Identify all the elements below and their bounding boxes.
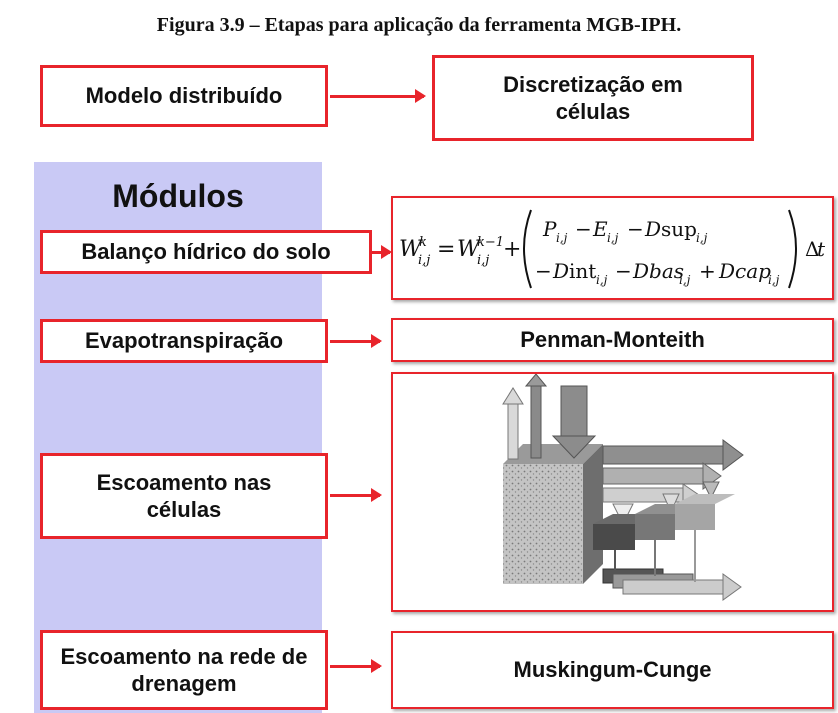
svg-text:+: + bbox=[699, 259, 716, 283]
box-discretizacao: Discretização em células bbox=[432, 55, 754, 141]
svg-text:Δ: Δ bbox=[805, 237, 819, 261]
box-modelo-distribuido: Modelo distribuído bbox=[40, 65, 328, 127]
svg-text:Dbas: Dbas bbox=[632, 259, 684, 283]
box-evapotranspiracao: Evapotranspiração bbox=[40, 319, 328, 363]
box-balanco-hidrico: Balanço hídrico do solo bbox=[40, 230, 372, 274]
svg-text:−: − bbox=[535, 259, 552, 283]
arrow-top bbox=[330, 89, 426, 103]
svg-text:E: E bbox=[592, 217, 608, 241]
box-muskingum-cunge: Muskingum-Cunge bbox=[391, 631, 834, 709]
svg-text:D: D bbox=[644, 217, 661, 241]
svg-text:i,j: i,j bbox=[768, 273, 780, 287]
modulos-title: Módulos bbox=[112, 178, 244, 214]
svg-text:i,j: i,j bbox=[696, 231, 708, 245]
svg-text:i,j: i,j bbox=[418, 253, 430, 268]
svg-text:+: + bbox=[503, 237, 521, 262]
arrow-row3 bbox=[330, 488, 382, 502]
svg-text:k−1: k−1 bbox=[477, 235, 504, 250]
svg-text:i,j: i,j bbox=[607, 231, 619, 245]
box-penman-monteith: Penman-Monteith bbox=[391, 318, 834, 362]
svg-text:=: = bbox=[437, 237, 455, 262]
arrow-row1 bbox=[372, 245, 392, 259]
box-label: Balanço hídrico do solo bbox=[81, 239, 331, 265]
svg-text:P: P bbox=[542, 217, 557, 241]
box-label: Muskingum-Cunge bbox=[513, 657, 712, 683]
box-label-line2: células bbox=[146, 497, 222, 522]
figure-caption: Figura 3.9 – Etapas para aplicação da fe… bbox=[156, 14, 682, 36]
svg-text:t: t bbox=[817, 237, 826, 261]
svg-text:i,j: i,j bbox=[477, 253, 489, 268]
svg-text:W: W bbox=[457, 237, 482, 262]
arrow-row4 bbox=[330, 659, 382, 673]
arrow-row2 bbox=[330, 334, 382, 348]
svg-text:D: D bbox=[552, 259, 569, 283]
box-label: Evapotranspiração bbox=[84, 328, 284, 354]
svg-text:−: − bbox=[627, 217, 644, 241]
box-label: Penman-Monteith bbox=[520, 327, 705, 353]
svg-text:i,j: i,j bbox=[679, 273, 691, 287]
box-label-line2: células bbox=[555, 99, 631, 124]
cell-flow-illustration bbox=[501, 374, 744, 601]
svg-text:−: − bbox=[615, 259, 632, 283]
box-label-line1: Escoamento nas bbox=[96, 469, 272, 495]
box-label-line1: Discretização em bbox=[503, 71, 683, 97]
water-balance-equation: W k i,j = W k−1 i,j + P i,j − E i,j − D … bbox=[399, 209, 826, 289]
box-escoamento-rede: Escoamento na rede de drenagem bbox=[40, 630, 328, 710]
box-cell-diagram bbox=[391, 372, 834, 612]
svg-text:int: int bbox=[569, 259, 596, 283]
box-label-line2: drenagem bbox=[131, 671, 237, 696]
box-label-line1: Escoamento na rede de bbox=[60, 643, 308, 669]
box-escoamento-celulas: Escoamento nas células bbox=[40, 453, 328, 539]
box-label: Modelo distribuído bbox=[85, 83, 283, 109]
svg-text:Dcap: Dcap bbox=[718, 259, 771, 283]
box-formula: W k i,j = W k−1 i,j + P i,j − E i,j − D … bbox=[391, 196, 834, 300]
svg-text:i,j: i,j bbox=[556, 231, 568, 245]
svg-text:i,j: i,j bbox=[596, 273, 608, 287]
svg-text:k: k bbox=[419, 235, 427, 250]
svg-text:sup: sup bbox=[661, 217, 697, 241]
svg-text:W: W bbox=[399, 237, 424, 262]
svg-text:−: − bbox=[575, 217, 592, 241]
